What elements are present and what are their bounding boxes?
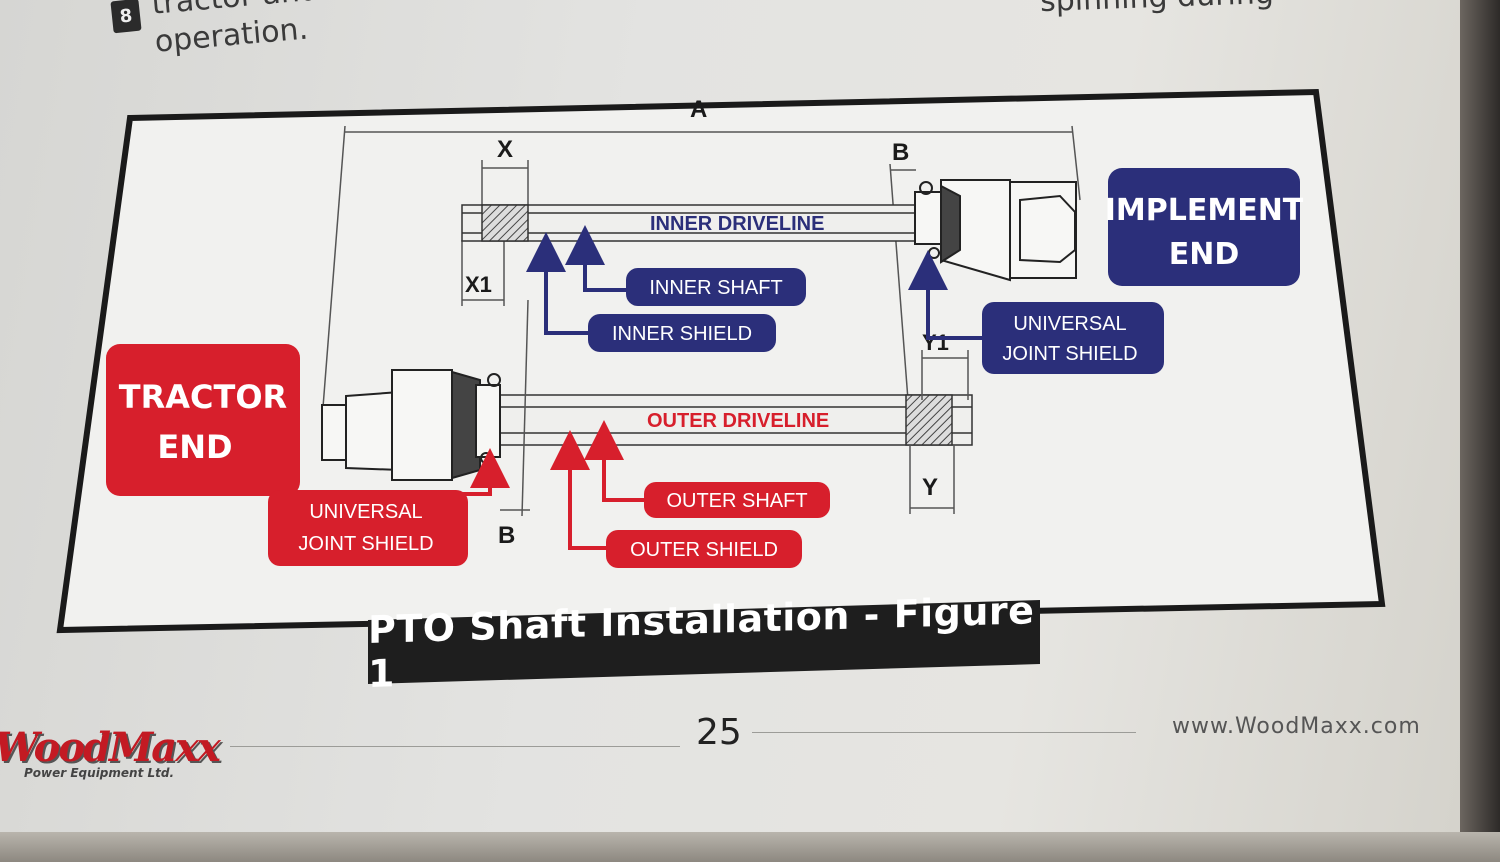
inner-driveline-hatch: [481, 204, 529, 242]
website-url: www.WoodMaxx.com: [1172, 714, 1421, 739]
inner-shield-pill: [588, 314, 776, 352]
ujs-tractor-pill: [268, 490, 468, 566]
outer-driveline-hatch: [905, 394, 953, 446]
inner-shield-label: INNER SHIELD: [612, 323, 752, 345]
dimension-b-top-label: B: [892, 139, 909, 166]
dimension-x: [481, 160, 529, 210]
tractor-end-line1: TRACTOR: [119, 378, 287, 416]
outer-shaft-pill: [644, 482, 830, 518]
inner-shaft-label: INNER SHAFT: [649, 277, 782, 299]
outer-driveline-label: OUTER DRIVELINE: [647, 410, 829, 432]
tractor-end-badge: [106, 344, 300, 496]
ujs-tractor-line1: UNIVERSAL: [309, 501, 422, 523]
figure-caption-bar: PTO Shaft Installation - Figure 1: [368, 588, 1040, 696]
inner-driveline-label: INNER DRIVELINE: [650, 213, 824, 235]
implement-end-line1: IMPLEMENT: [1105, 193, 1304, 228]
implement-end-line2: END: [1169, 237, 1240, 272]
footer-rule-left: [230, 746, 680, 747]
ujs-tractor-arrow: [460, 448, 510, 496]
tractor-end-line2: END: [157, 428, 232, 466]
book-page-edge: [1460, 0, 1500, 862]
dimension-x-label: X: [497, 136, 513, 163]
implement-yoke: [914, 179, 1077, 282]
implement-end-badge: [1108, 168, 1300, 286]
dimension-a: [321, 125, 1081, 421]
dimension-y-label: Y: [922, 474, 938, 501]
ujs-implement-pill: [982, 302, 1164, 374]
dimension-b-bottom-label: B: [498, 522, 515, 549]
inner-shield-arrow: [526, 232, 592, 335]
dimension-b-bottom: [500, 299, 530, 517]
dimension-x1-label: X1: [465, 272, 492, 297]
dimension-b-top: [889, 163, 916, 401]
logo-subtitle: Power Equipment Ltd.: [24, 766, 175, 780]
ujs-implement-line2: JOINT SHIELD: [1002, 343, 1137, 365]
logo-brand: WoodMaxx: [0, 724, 221, 771]
inner-shaft-pill: [626, 268, 806, 306]
dimension-a-label: A: [690, 96, 707, 123]
woodmaxx-logo: WoodMaxx Power Equipment Ltd.: [0, 724, 221, 784]
dimension-y: [909, 445, 955, 514]
book-bottom-edge: [0, 832, 1500, 862]
ujs-tractor-line2: JOINT SHIELD: [298, 533, 433, 555]
inner-shaft-arrow: [565, 225, 632, 292]
inner-driveline: [461, 204, 923, 242]
dimension-y1: [921, 350, 969, 400]
ujs-implement-line1: UNIVERSAL: [1013, 313, 1126, 335]
ujs-implement-arrow: [908, 250, 990, 340]
footer-rule-right: [752, 732, 1136, 733]
outer-shield-arrow: [550, 430, 612, 550]
dimension-x1: [461, 240, 505, 306]
outer-shaft-label: OUTER SHAFT: [666, 490, 807, 512]
outer-shaft-arrow: [584, 420, 648, 502]
page-number: 25: [696, 712, 742, 753]
outer-shield-pill: [606, 530, 802, 568]
outer-shield-label: OUTER SHIELD: [630, 539, 778, 561]
